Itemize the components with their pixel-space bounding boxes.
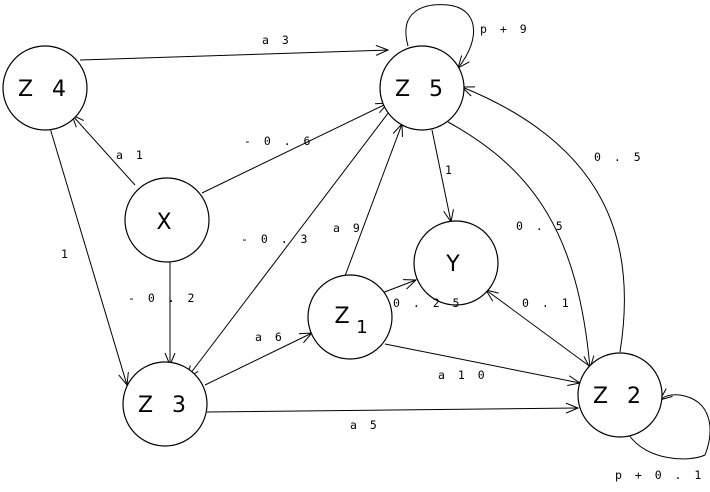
node-z2: Z 2 bbox=[577, 352, 663, 438]
node-label: Z 5 bbox=[395, 77, 449, 102]
edge-z1-z2 bbox=[384, 343, 580, 383]
edge-z5-z2 bbox=[447, 121, 590, 368]
node-label: Z 3 bbox=[138, 393, 192, 418]
node-x: X bbox=[124, 177, 210, 263]
edge-label-z1-y: 0 . 2 5 bbox=[393, 296, 462, 310]
edge-label-z3-z2: a 5 bbox=[350, 418, 380, 432]
node-z5: Z 5 bbox=[379, 45, 465, 131]
edge-z5-y bbox=[431, 129, 451, 222]
edge-label-z4-z5: a 3 bbox=[262, 33, 292, 47]
edge-z2-z5 bbox=[462, 87, 625, 353]
edge-z1-z5 bbox=[344, 124, 402, 277]
edge-label-z2-z5: 0 . 5 bbox=[594, 150, 644, 164]
edge-label-z5-z3: - 0 . 3 bbox=[241, 232, 310, 246]
edge-label-z5-y: 1 bbox=[445, 163, 455, 177]
node-label-subscript: 1 bbox=[356, 317, 367, 338]
edge-z5-self-loop bbox=[405, 4, 474, 68]
edge-label-z1-z5: a 9 bbox=[333, 221, 363, 235]
node-label: Y bbox=[445, 252, 465, 277]
edge-label-x-z5: - 0 . 6 bbox=[244, 134, 313, 148]
edge-z5-z3 bbox=[187, 107, 393, 378]
edge-z4-z3 bbox=[49, 127, 127, 385]
edge-z4-z5 bbox=[79, 50, 388, 61]
node-label: X bbox=[156, 210, 177, 235]
edge-label-z1-z2: a 1 0 bbox=[438, 368, 488, 382]
edge-label-x-z3: - 0 . 2 bbox=[128, 291, 197, 305]
node-z4: Z 4 bbox=[2, 45, 88, 131]
edge-x-z4 bbox=[72, 115, 136, 186]
edge-label-z2-y: 0 . 1 bbox=[522, 296, 572, 310]
node-z3: Z 3 bbox=[122, 361, 208, 447]
edge-z3-z1 bbox=[204, 333, 312, 386]
node-label: Z bbox=[334, 304, 349, 329]
nodes: Z 4 Z 5 X Y Z 1 Z 3 Z 2 bbox=[2, 45, 663, 447]
edge-label-z2-self: p + 0 . 1 bbox=[615, 468, 704, 482]
node-y: Y bbox=[413, 220, 499, 306]
edge-z1-y bbox=[381, 280, 416, 294]
edge-z3-z2 bbox=[206, 408, 578, 412]
edge-label-z4-z3: 1 bbox=[61, 247, 71, 261]
edge-label-z5-z2: 0 . 5 bbox=[516, 219, 566, 233]
edges bbox=[49, 4, 710, 460]
node-label: Z 4 bbox=[18, 77, 72, 102]
edge-label-z5-self: p + 9 bbox=[480, 22, 530, 36]
edge-label-z3-z1: a 6 bbox=[255, 330, 285, 344]
node-z1: Z 1 bbox=[307, 274, 393, 360]
node-label: Z 2 bbox=[593, 384, 647, 409]
edge-z2-y bbox=[486, 290, 593, 369]
edge-x-z5 bbox=[201, 103, 388, 194]
edge-labels: a 3 p + 9 a 1 - 0 . 6 1 0 . 5 0 . 5 1 - … bbox=[61, 22, 704, 482]
edge-label-x-z4: a 1 bbox=[116, 148, 146, 162]
